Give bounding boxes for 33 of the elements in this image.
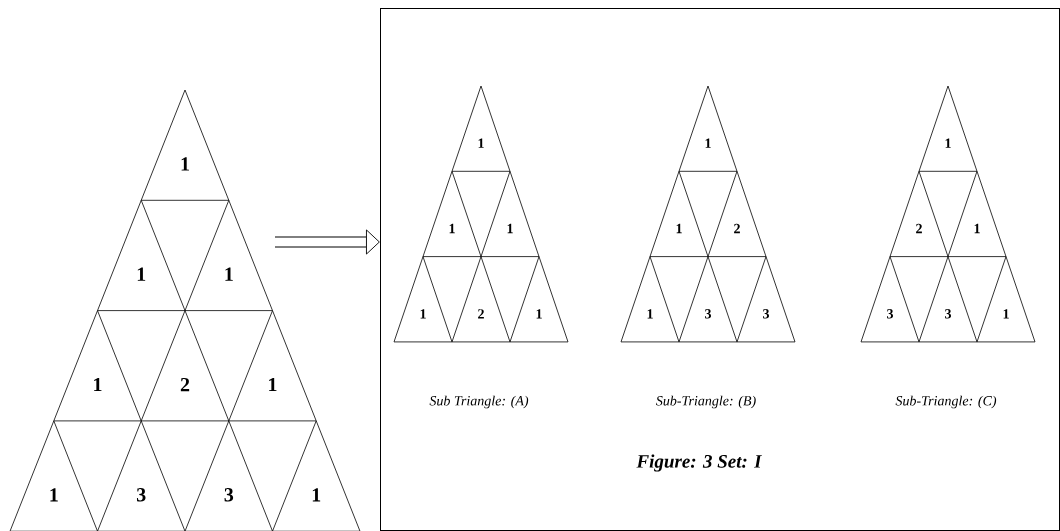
cell-number: 1 xyxy=(507,223,513,234)
cell-number: 2 xyxy=(916,223,922,234)
cell-number: 1 xyxy=(1003,309,1009,319)
block-arrow xyxy=(275,229,380,255)
cell-number: 3 xyxy=(945,309,952,319)
cell-number: 1 xyxy=(50,488,58,502)
cell-number: 1 xyxy=(94,377,102,392)
cell-number: 3 xyxy=(224,488,234,502)
cell-number: 3 xyxy=(705,309,712,319)
cell-number: 1 xyxy=(647,309,653,319)
cell-number: 1 xyxy=(676,223,682,234)
cell-number: 2 xyxy=(734,223,740,234)
cell-number: 1 xyxy=(945,138,951,148)
figure-caption: Figure: 3 Set: I xyxy=(636,454,763,472)
cell-number: 1 xyxy=(536,309,542,319)
cell-number: 1 xyxy=(449,223,455,234)
cell-number: 3 xyxy=(136,488,146,502)
cell-number: 2 xyxy=(180,377,190,392)
cell-number: 1 xyxy=(705,138,711,148)
cell-number: 1 xyxy=(181,157,189,171)
cell-number: 1 xyxy=(420,309,426,319)
cell-number: 1 xyxy=(269,377,277,392)
cell-number: 3 xyxy=(763,309,770,319)
cell-number: 2 xyxy=(478,309,484,319)
triangle-caption: Sub-Triangle: (C) xyxy=(895,395,997,409)
cell-number: 1 xyxy=(225,267,233,281)
cell-number: 1 xyxy=(974,223,980,234)
cell-number: 1 xyxy=(478,138,484,148)
cell-number: 1 xyxy=(312,488,321,502)
triangle-caption: Sub-Triangle: (B) xyxy=(656,395,756,409)
triangle-caption: Sub Triangle: (A) xyxy=(429,395,529,409)
cell-number: 1 xyxy=(137,267,146,281)
cell-number: 3 xyxy=(887,309,894,319)
